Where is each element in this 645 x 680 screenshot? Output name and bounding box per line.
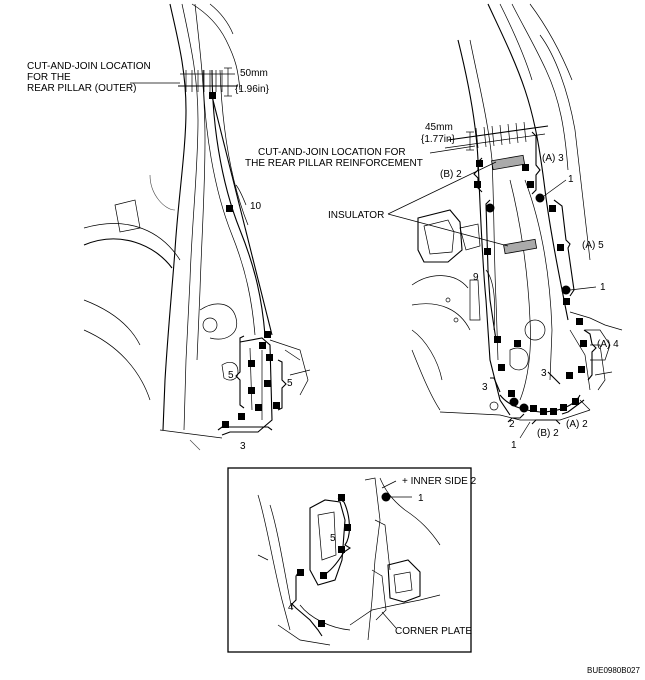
insulator-plate-lower (503, 238, 538, 255)
label-1-mid: 1 (600, 282, 606, 293)
weld-spot (248, 387, 255, 394)
weld-spot (576, 318, 583, 325)
weld-spot (549, 205, 556, 212)
label-a5: (A) 5 (582, 240, 604, 251)
cut-join-reinf-line1: CUT-AND-JOIN LOCATION FOR (258, 147, 406, 158)
inset-label-5: 5 (330, 533, 336, 544)
cut-join-reinf-line2: THE REAR PILLAR REINFORCEMENT (245, 158, 423, 169)
weld-spot (474, 181, 481, 188)
dim-45mm: 45mm (425, 122, 453, 133)
weld-spots-left (209, 92, 280, 428)
weld-spot (266, 354, 273, 361)
weld-point (381, 492, 391, 502)
inset-panel: + INNER SIDE 2 1 5 4 CORNER PLATE (227, 467, 477, 653)
insulator-plate-upper (491, 154, 526, 171)
weld-count-3: 3 (240, 441, 246, 452)
weld-spot (209, 92, 216, 99)
weld-spot (572, 398, 579, 405)
inset-frame (227, 467, 472, 653)
weld-point (561, 285, 571, 295)
label-b2-top: (B) 2 (440, 169, 462, 180)
weld-point (519, 403, 529, 413)
inner-side-label: + INNER SIDE 2 (402, 476, 477, 487)
corner-plate-label: CORNER PLATE (395, 626, 472, 637)
weld-spot (226, 205, 233, 212)
weld-spot (264, 380, 271, 387)
weld-spot (238, 413, 245, 420)
weld-spot (344, 524, 351, 531)
label-9: 9 (473, 272, 479, 283)
weld-spot (494, 336, 501, 343)
label-a2: (A) 2 (566, 419, 588, 430)
weld-spot (550, 408, 557, 415)
weld-spot (527, 181, 534, 188)
dim-1-77in: {1.77in} (421, 134, 456, 145)
inset-label-1: 1 (418, 493, 424, 504)
right-labels: 45mm {1.77in} CUT-AND-JOIN LOCATION FOR … (245, 122, 619, 451)
weld-count-5b: 5 (287, 378, 293, 389)
weld-spot (338, 546, 345, 553)
weld-spot (560, 404, 567, 411)
weld-spot (264, 331, 271, 338)
dim-50mm: 50mm (240, 68, 268, 79)
weld-spot (297, 569, 304, 576)
braces-right (473, 131, 597, 439)
weld-spot (514, 340, 521, 347)
label-3-mid: 3 (541, 368, 547, 379)
weld-spot (530, 405, 537, 412)
weld-spot (259, 342, 266, 349)
weld-point (485, 203, 495, 213)
weld-count-5a: 5 (228, 370, 234, 381)
weld-spot (484, 248, 491, 255)
left-panel (83, 3, 311, 451)
cut-join-outer-line2: FOR THE (27, 72, 71, 83)
figure-code: BUE0980B027 (587, 666, 640, 675)
weld-spot (255, 404, 262, 411)
weld-spot (318, 620, 325, 627)
weld-count-10: 10 (250, 201, 262, 212)
weld-spot (522, 164, 529, 171)
weld-spot (222, 421, 229, 428)
weld-spot (273, 402, 280, 409)
insulator-label: INSULATOR (328, 210, 384, 221)
label-1-top: 1 (568, 174, 574, 185)
weld-spots-right (474, 160, 597, 415)
braces-left (217, 335, 287, 431)
label-a3: (A) 3 (542, 153, 564, 164)
weld-spot (320, 572, 327, 579)
dim-1-96in: {1.96in} (235, 84, 270, 95)
weld-spot (508, 390, 515, 397)
left-labels: CUT-AND-JOIN LOCATION FOR THE REAR PILLA… (27, 61, 293, 452)
cut-ticks-right (475, 121, 527, 149)
weld-spot (498, 364, 505, 371)
label-a4: (A) 4 (597, 339, 619, 350)
label-3-left: 3 (482, 382, 488, 393)
label-2: 2 (509, 419, 515, 430)
weld-spot (338, 494, 345, 501)
weld-spot (580, 340, 587, 347)
weld-point (535, 193, 545, 203)
label-1-bottom: 1 (511, 440, 517, 451)
weld-spot (248, 360, 255, 367)
label-b2-bottom: (B) 2 (537, 428, 559, 439)
cut-join-outer-line3: REAR PILLAR (OUTER) (27, 83, 136, 94)
weld-spot (540, 408, 547, 415)
weld-spot (557, 244, 564, 251)
right-panel (387, 3, 623, 421)
cut-join-outer-line1: CUT-AND-JOIN LOCATION (27, 61, 151, 72)
weld-spot (566, 372, 573, 379)
cut-ticks-left (185, 70, 223, 92)
weld-spot (578, 366, 585, 373)
weld-spot (476, 160, 483, 167)
inset-label-4: 4 (288, 602, 294, 613)
weld-point (509, 397, 519, 407)
weld-spot (563, 298, 570, 305)
